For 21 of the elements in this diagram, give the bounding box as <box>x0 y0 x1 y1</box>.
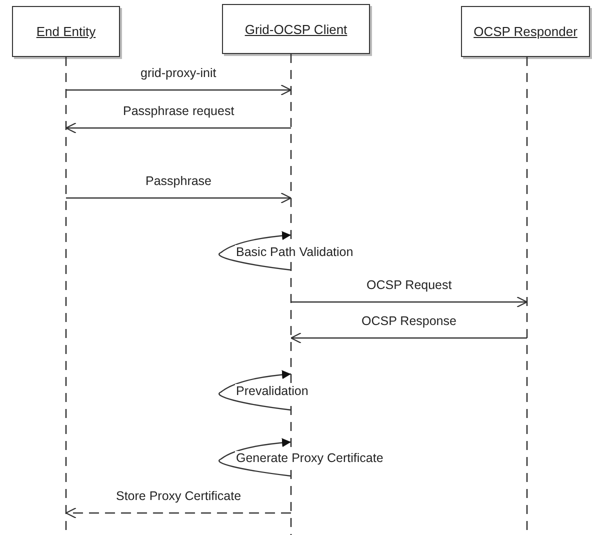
message-label: OCSP Response <box>360 314 458 329</box>
message-arrow <box>65 507 291 519</box>
participant-box: OCSP Responder <box>461 6 590 57</box>
self-call-arrow <box>218 370 292 411</box>
message-arrow <box>66 192 292 204</box>
participant-box: Grid-OCSP Client <box>222 4 370 54</box>
message-arrow <box>290 332 527 344</box>
message-label: Passphrase <box>144 174 213 189</box>
message-label: Passphrase request <box>122 104 236 119</box>
message-arrow <box>65 122 291 134</box>
message-label: Store Proxy Certificate <box>115 489 242 504</box>
self-call-arrow <box>218 231 292 271</box>
message-arrow <box>291 296 528 308</box>
message-label: OCSP Request <box>366 278 453 293</box>
message-label: grid-proxy-init <box>140 66 218 81</box>
message-label: Generate Proxy Certificate <box>235 451 384 466</box>
message-label: Basic Path Validation <box>235 244 354 260</box>
message-label: Prevalidation <box>235 384 310 399</box>
participant-box: End Entity <box>12 6 120 57</box>
self-call-arrow <box>218 438 292 477</box>
message-arrow <box>66 84 292 96</box>
